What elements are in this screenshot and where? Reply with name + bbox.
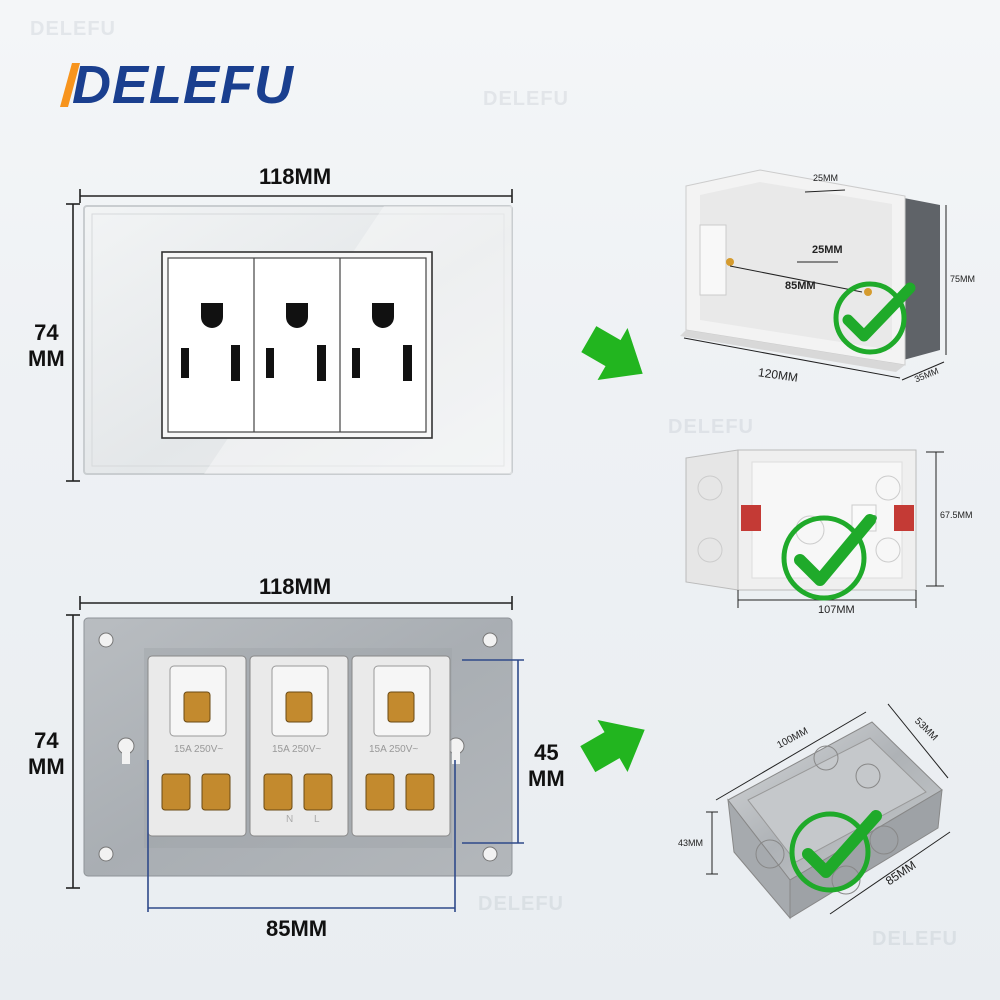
module-1 xyxy=(147,655,247,837)
module-2 xyxy=(249,655,349,837)
box2-length-label: 107MM xyxy=(818,604,855,616)
spacing-label: 85MM xyxy=(266,916,328,941)
terminal-label-n: N xyxy=(286,814,294,825)
check-icon xyxy=(789,810,882,893)
rating-label-1: 15A 250V~ xyxy=(174,744,224,755)
watermark: DELEFU xyxy=(668,416,754,438)
outlet-1 xyxy=(181,303,240,381)
box2-height-label: 67.5MM xyxy=(940,510,973,520)
box1-inner-long-label: 85MM xyxy=(785,280,816,292)
logo-text: DELEFU xyxy=(72,55,294,115)
inner-height-label: 45 MM xyxy=(528,740,565,792)
logo-mark-icon xyxy=(60,63,80,107)
brand-logo: DELEFU xyxy=(58,58,294,112)
module-3 xyxy=(351,655,451,837)
inner-height-value: 45 xyxy=(534,740,559,765)
bottom-height-value: 74 xyxy=(34,728,59,753)
bottom-width-label: 118MM xyxy=(259,574,332,599)
bottom-height-unit: MM xyxy=(28,754,65,779)
rating-label-3: 15A 250V~ xyxy=(369,744,419,755)
top-height-unit: MM xyxy=(28,346,65,371)
top-height-value: 74 xyxy=(34,320,59,345)
top-height-label: 74 MM xyxy=(28,320,65,372)
watermark: DELEFU xyxy=(872,928,958,950)
box1-height-label: 75MM xyxy=(950,274,976,284)
bottom-height-label: 74 MM xyxy=(28,728,65,780)
box3-height-label: 43MM xyxy=(678,838,704,848)
rating-label-2: 15A 250V~ xyxy=(272,744,322,755)
watermark: DELEFU xyxy=(483,88,569,110)
box1-slot-label: 25MM xyxy=(813,173,839,183)
watermark: DELEFU xyxy=(30,18,116,40)
outlet-3 xyxy=(352,303,412,381)
top-width-label: 118MM xyxy=(259,164,332,189)
socket-mechanism-frame xyxy=(83,617,513,877)
inner-height-unit: MM xyxy=(528,766,565,791)
check-icon xyxy=(833,281,916,355)
arrow-right-up-icon xyxy=(580,720,645,773)
check-icon xyxy=(781,514,876,601)
outlet-2 xyxy=(266,303,326,381)
watermark: DELEFU xyxy=(478,893,564,915)
glass-socket-panel xyxy=(83,205,513,475)
terminal-label-l: L xyxy=(314,814,320,825)
arrow-right-down-icon xyxy=(581,326,643,380)
box1-inner-small-label: 25MM xyxy=(812,244,843,256)
